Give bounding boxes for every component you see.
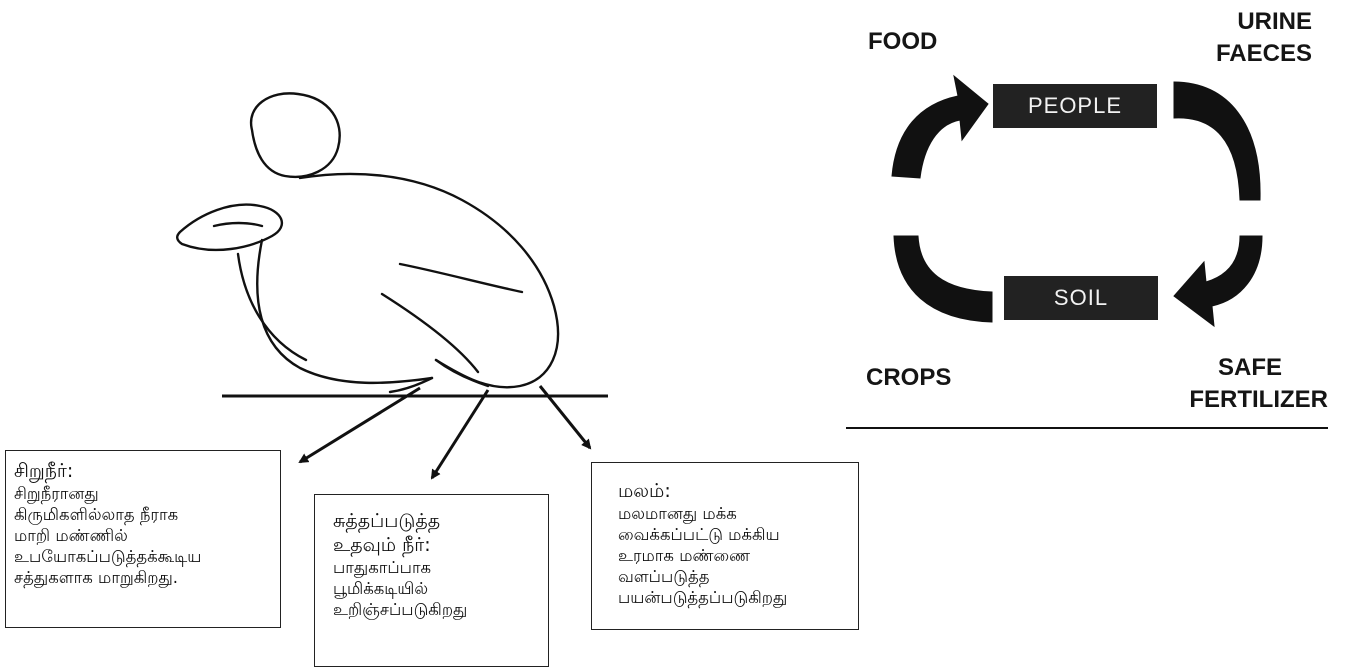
label-crops: CROPS: [866, 362, 951, 394]
people-box: PEOPLE: [993, 84, 1157, 128]
arrow-to-urine-box: [300, 388, 420, 462]
urine-heading: சிறுநீர்:: [14, 459, 272, 483]
wash-water-line: பாதுகாப்பாக: [333, 557, 530, 578]
flow-arrows: [300, 386, 590, 478]
arrow-food-to-people: [892, 76, 988, 178]
urine-line: மாறி மண்ணில்: [14, 525, 272, 546]
arrow-soil-to-crops: [894, 236, 992, 322]
wash-water-line: பூமிக்கடியில்: [333, 578, 530, 599]
wash-water-textbox: சுத்தப்படுத்த உதவும் நீர்: பாதுகாப்பாக ப…: [314, 494, 549, 667]
arrow-people-to-urine: [1174, 82, 1260, 200]
faeces-line: வைக்கப்பட்டு மக்கிய: [618, 524, 832, 545]
label-fertilizer: FERTILIZER: [1180, 384, 1328, 416]
urine-line: உபயோகப்படுத்தக்கூடிய: [14, 546, 272, 567]
faeces-line: பயன்படுத்தப்படுகிறது: [618, 587, 832, 608]
urine-textbox: சிறுநீர்: சிறுநீரானது கிருமிகளில்லாத நீர…: [5, 450, 281, 628]
arrow-to-wash-water-box: [432, 390, 488, 478]
squatting-person-figure: [177, 93, 558, 392]
wash-water-heading: உதவும் நீர்:: [333, 533, 530, 557]
soil-box: SOIL: [1004, 276, 1158, 320]
label-faeces: FAECES: [1200, 38, 1312, 70]
wash-water-heading: சுத்தப்படுத்த: [333, 509, 530, 533]
wash-water-line: உறிஞ்சப்படுகிறது: [333, 599, 530, 620]
faeces-textbox: மலம்: மலமானது மக்க வைக்கப்பட்டு மக்கிய உ…: [591, 462, 859, 630]
label-urine: URINE: [1200, 6, 1312, 38]
urine-line: கிருமிகளில்லாத நீராக: [14, 504, 272, 525]
arrow-fertilizer-to-soil: [1174, 236, 1262, 326]
urine-line: சிறுநீரானது: [14, 483, 272, 504]
faeces-heading: மலம்:: [618, 479, 832, 503]
faeces-line: வளப்படுத்த: [618, 566, 832, 587]
label-safe-fertilizer: SAFE FERTILIZER: [1180, 352, 1328, 416]
faeces-line: உரமாக மண்ணை: [618, 545, 832, 566]
label-safe: SAFE: [1180, 352, 1328, 384]
label-urine-faeces: URINE FAECES: [1200, 6, 1312, 70]
faeces-line: மலமானது மக்க: [618, 503, 832, 524]
label-food: FOOD: [868, 26, 937, 58]
urine-line: சத்துகளாக மாறுகிறது.: [14, 567, 272, 588]
